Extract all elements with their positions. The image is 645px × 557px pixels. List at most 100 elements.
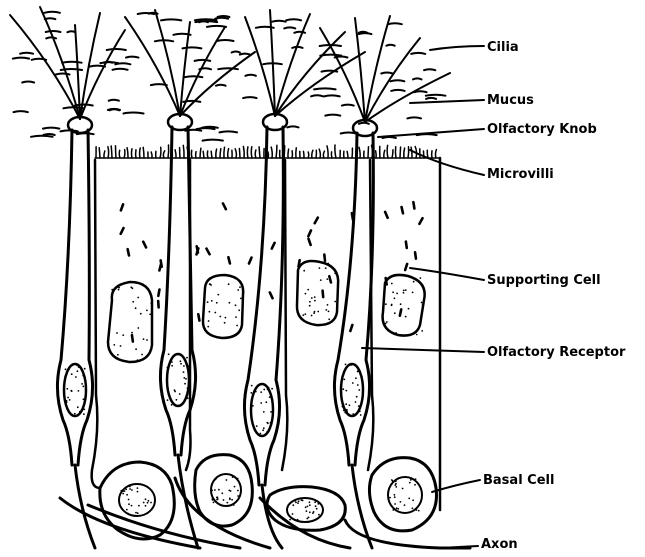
mucus-dash <box>183 47 202 48</box>
microvillus <box>168 145 169 158</box>
microvillus <box>331 152 332 158</box>
mucus-dash <box>115 63 130 64</box>
microvillus <box>203 151 204 158</box>
nucleus-stipple <box>267 389 269 391</box>
nucleus-stipple <box>349 404 351 406</box>
nucleus-stipple <box>263 389 265 391</box>
nucleus-stipple <box>76 365 78 367</box>
nucleus-stipple <box>167 399 169 401</box>
nucleus-stipple <box>219 316 221 318</box>
nucleus-stipple <box>176 399 178 401</box>
nucleus-stipple <box>126 494 128 496</box>
microvillus <box>276 145 277 158</box>
mucus-dash <box>109 100 119 101</box>
nucleus-stipple <box>263 435 265 437</box>
label-mucus: Mucus <box>487 93 534 108</box>
cilium <box>155 10 180 116</box>
nucleus-stipple <box>118 289 120 291</box>
nucleus-stipple <box>146 339 148 341</box>
mucus-dash <box>13 58 29 59</box>
nucleus-stipple <box>122 493 124 495</box>
nucleus-stipple <box>137 359 139 361</box>
nucleus-stipple <box>311 315 313 317</box>
nucleus-stipple <box>239 286 241 288</box>
nucleus-stipple <box>147 512 149 514</box>
microvillus <box>104 151 105 158</box>
nucleus-stipple <box>421 330 423 332</box>
nucleus-stipple <box>70 390 72 392</box>
nucleus-stipple <box>229 497 231 499</box>
supporting-nucleus-1 <box>108 282 152 362</box>
microvillus <box>376 151 377 158</box>
microvillus <box>163 151 164 158</box>
microvillus <box>160 147 161 158</box>
mitochondrion <box>307 237 312 246</box>
nucleus-stipple <box>309 501 311 503</box>
mitochondrion <box>157 300 160 309</box>
mitochondrion <box>404 240 408 249</box>
nucleus-stipple <box>231 499 233 501</box>
nucleus-stipple <box>297 519 299 521</box>
nucleus-stipple <box>130 286 132 288</box>
nucleus-stipple <box>212 499 214 501</box>
nucleus-stipple <box>137 491 139 493</box>
nucleus-stipple <box>390 277 392 279</box>
nucleus-stipple <box>237 478 239 480</box>
nucleus-stipple <box>187 387 189 389</box>
nucleus-stipple <box>357 384 359 386</box>
nucleus-stipple <box>414 484 416 486</box>
nucleus-stipple <box>150 502 152 504</box>
microvillus <box>319 149 320 158</box>
mucus-dash <box>286 19 301 20</box>
microvillus <box>111 146 112 158</box>
microvillus <box>359 147 360 158</box>
nucleus-stipple <box>413 281 415 283</box>
nucleus-stipple <box>327 263 329 265</box>
mucus-dash <box>62 62 82 63</box>
nucleus-stipple <box>328 311 330 313</box>
nucleus-stipple <box>315 505 317 507</box>
nucleus-stipple <box>394 484 396 486</box>
nucleus-stipple <box>412 499 414 501</box>
nucleus-stipple <box>215 478 217 480</box>
nucleus-stipple <box>141 354 143 356</box>
olfactory-knob-leader <box>378 129 484 137</box>
nucleus-stipple <box>75 376 77 378</box>
mitochondrion <box>349 323 354 332</box>
nucleus-stipple <box>78 390 80 392</box>
nucleus-stipple <box>143 338 145 340</box>
nucleus-stipple <box>345 390 347 392</box>
nucleus-stipple <box>129 486 131 488</box>
microvillus <box>312 150 313 158</box>
mitochondrion <box>142 240 148 249</box>
nucleus-stipple <box>294 500 296 502</box>
mucus-dash <box>411 53 425 54</box>
nucleus-stipple <box>304 313 306 315</box>
nucleus-stipple <box>184 383 186 385</box>
mitochondrion <box>247 256 253 265</box>
nucleus-stipple <box>255 391 257 393</box>
mitochondrion <box>227 256 232 265</box>
nucleus-stipple <box>355 401 357 403</box>
nucleus-stipple <box>307 289 309 291</box>
mucus-dash <box>314 88 336 89</box>
nucleus-stipple <box>226 502 228 504</box>
nucleus-stipple <box>124 490 126 492</box>
nucleus-stipple <box>210 334 212 336</box>
mitochondrion <box>400 206 405 215</box>
nucleus-stipple <box>308 517 310 519</box>
nucleus-stipple <box>309 301 311 303</box>
nucleus-stipple <box>395 481 397 483</box>
label-cilia: Cilia <box>487 40 519 55</box>
nucleus-stipple <box>131 489 133 491</box>
nucleus-stipple <box>350 364 352 366</box>
nucleus-stipple <box>237 490 239 492</box>
nucleus-stipple <box>240 298 242 300</box>
mucus-dash <box>203 140 223 141</box>
mucus-dash <box>386 45 394 46</box>
mucus-dash <box>113 69 128 70</box>
nucleus-stipple <box>325 309 327 311</box>
mitochondrion <box>119 226 125 235</box>
mitochondrion <box>412 201 416 210</box>
